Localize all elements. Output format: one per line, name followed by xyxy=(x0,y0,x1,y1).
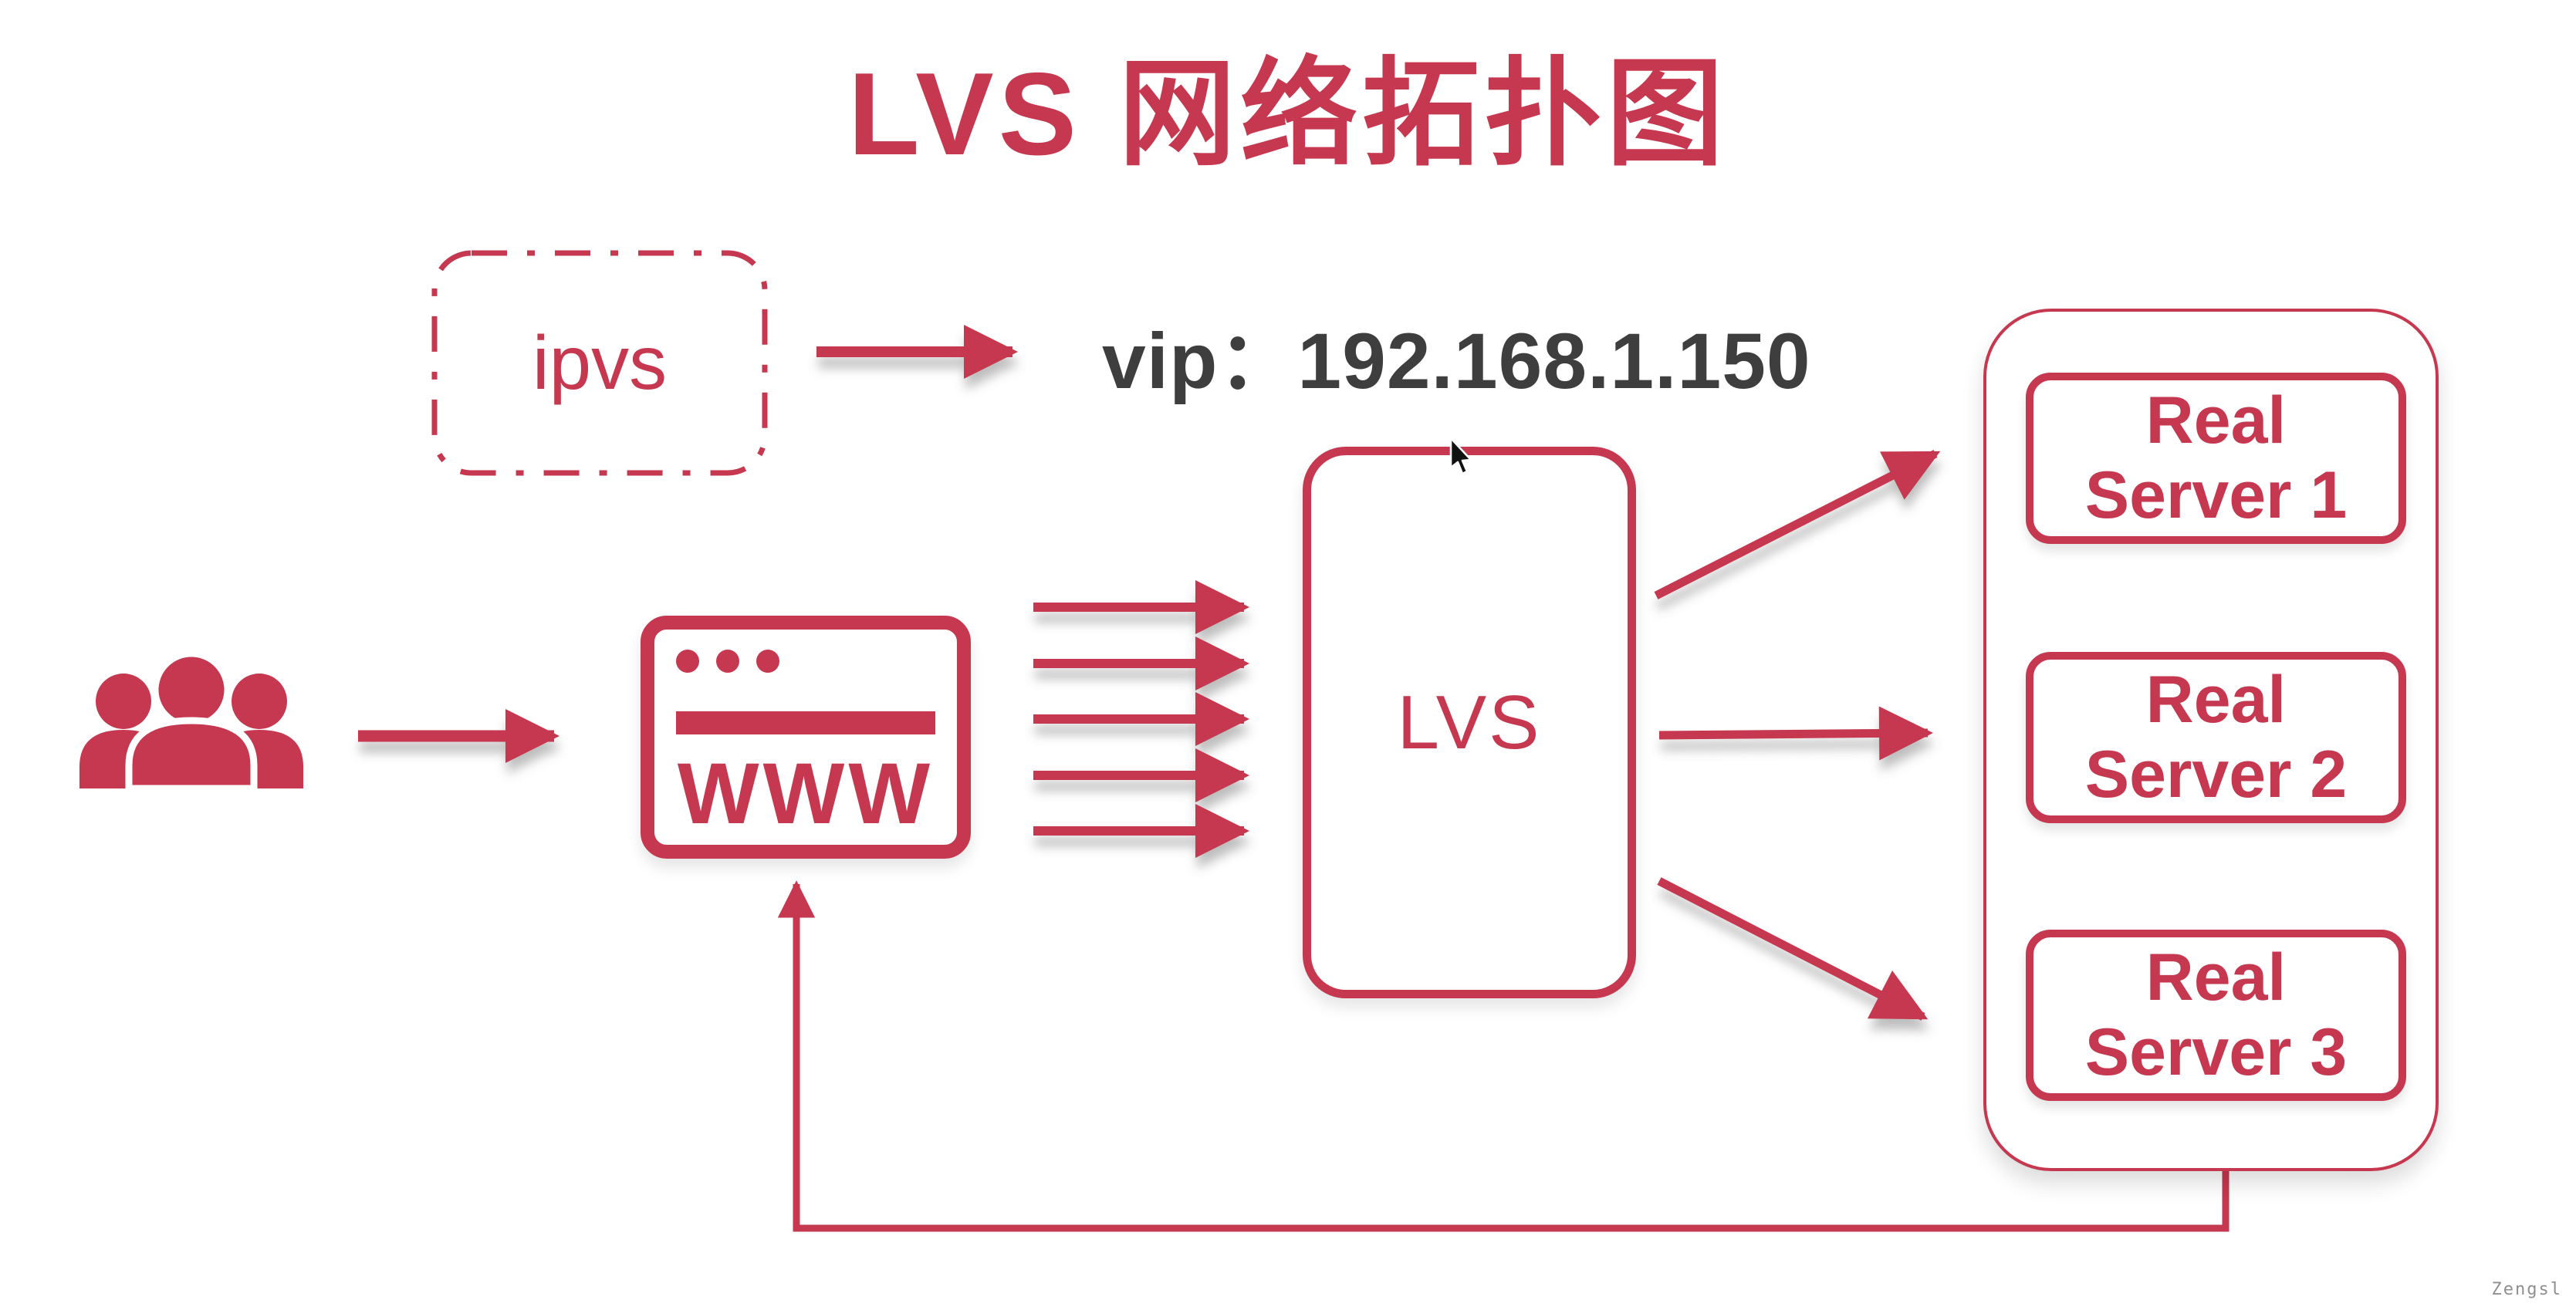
real-server-1-box: Real Server 1 xyxy=(2026,373,2406,544)
browser-dots xyxy=(676,650,779,673)
watermark-text: Zengsl xyxy=(2491,1280,2562,1299)
real-server-2-line2: Server 2 xyxy=(2084,738,2348,812)
browser-dot-icon xyxy=(756,650,779,673)
vip-address-label: vip：192.168.1.150 xyxy=(1102,317,1811,405)
lvs-box: LVS xyxy=(1303,447,1636,998)
return-path-rs-to-www xyxy=(777,880,2229,1232)
browser-dot-icon xyxy=(716,650,739,673)
arrow-lvs-to-rs3 xyxy=(1657,877,1929,1021)
real-server-2-box: Real Server 2 xyxy=(2026,652,2406,823)
page-title: LVS 网络拓扑图 xyxy=(847,49,1729,180)
www-label: WWW xyxy=(677,745,935,842)
mouse-cursor-icon xyxy=(1449,437,1472,475)
ipvs-dashed-box xyxy=(431,250,768,476)
browser-window-icon: WWW xyxy=(641,616,971,859)
real-server-1-line1: Real xyxy=(2145,383,2287,457)
arrow-lvs-to-rs1 xyxy=(1654,450,1941,599)
ipvs-module-box: ipvs xyxy=(434,253,765,473)
ipvs-label: ipvs xyxy=(532,320,668,405)
browser-dot-icon xyxy=(676,650,699,673)
real-server-3-line1: Real xyxy=(2145,940,2287,1015)
real-server-1-line2: Server 1 xyxy=(2084,458,2348,532)
real-server-group: Real Server 1 Real Server 2 Real Server … xyxy=(1983,309,2439,1171)
lvs-label: LVS xyxy=(1397,680,1542,765)
real-server-3-line2: Server 3 xyxy=(2084,1015,2348,1089)
arrow-lvs-to-rs2 xyxy=(1658,706,1933,761)
browser-address-bar xyxy=(676,711,935,734)
users-group-icon xyxy=(79,652,303,788)
real-server-2-line1: Real xyxy=(2145,663,2287,737)
real-server-3-box: Real Server 3 xyxy=(2026,930,2406,1101)
